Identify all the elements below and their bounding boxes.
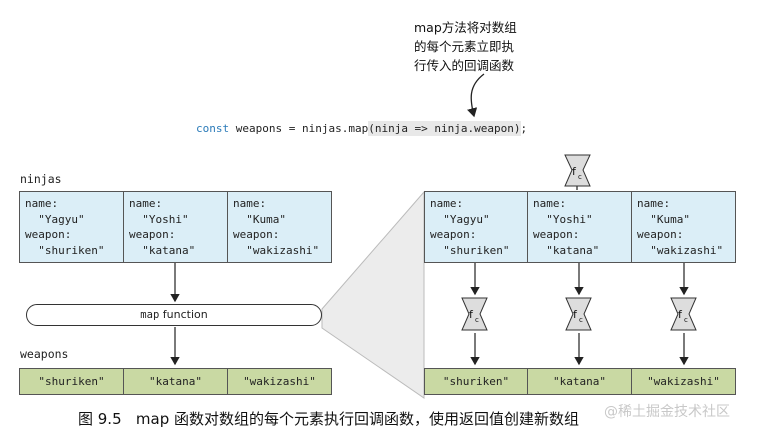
- fc-funnel-col3: f c: [670, 297, 697, 331]
- zoom-cone: [321, 190, 425, 399]
- ninja-weapon-value: "katana": [142, 243, 196, 257]
- annotation-line: 行传入的回调函数: [414, 58, 515, 73]
- ninja-object: name: "Yoshi" weapon: "katana": [528, 191, 632, 263]
- annotation-arrow: [467, 73, 485, 118]
- fc-funnel-col1: f c: [461, 297, 488, 331]
- key-name: name:: [637, 197, 671, 210]
- ninjas-array-right: name: "Yagyu" weapon: "shuriken" name: "…: [424, 191, 736, 263]
- fc-sub: c: [578, 173, 582, 181]
- ninja-weapon-value: "wakizashi": [246, 243, 320, 257]
- ninjas-label: ninjas: [20, 172, 62, 186]
- ninjas-array-left: name: "Yagyu" weapon: "shuriken" name: "…: [19, 191, 332, 263]
- code-suffix: ;: [520, 122, 528, 135]
- key-name: name:: [25, 197, 59, 210]
- weapons-array-right: "shuriken" "katana" "wakizashi": [424, 368, 736, 395]
- fc-sub: c: [684, 316, 688, 324]
- key-weapon: weapon:: [25, 228, 72, 241]
- ninja-name-value: "Kuma": [246, 212, 286, 226]
- code-line: const weapons = ninjas.map(ninja => ninj…: [196, 121, 528, 136]
- map-function-pill: map function: [26, 304, 322, 326]
- ninja-weapon-value: "shuriken": [443, 243, 510, 257]
- weapon-cell: "katana": [528, 368, 632, 395]
- fc-label: f: [572, 165, 577, 178]
- ninja-name-value: "Yoshi": [142, 212, 189, 226]
- fc-sub: c: [475, 316, 479, 324]
- annotation-text: map方法将对数组 的每个元素立即执 行传入的回调函数: [414, 18, 554, 75]
- watermark: @稀土掘金技术社区: [604, 404, 730, 420]
- ninja-object: name: "Yagyu" weapon: "shuriken": [19, 191, 124, 263]
- map-function-text: function: [159, 308, 208, 321]
- figure-caption: 图 9.5 map 函数对数组的每个元素执行回调函数，使用返回值创建新数组: [78, 410, 580, 428]
- ninja-name-value: "Yagyu": [443, 212, 490, 226]
- key-weapon: weapon:: [233, 228, 280, 241]
- ninja-weapon-value: "shuriken": [38, 243, 105, 257]
- key-weapon: weapon:: [430, 228, 477, 241]
- map-keyword: map: [140, 309, 160, 321]
- ninja-object: name: "Kuma" weapon: "wakizashi": [228, 191, 332, 263]
- weapon-cell: "wakizashi": [228, 368, 332, 395]
- fc-sub: c: [579, 316, 583, 324]
- key-name: name:: [533, 197, 567, 210]
- weapon-cell: "katana": [124, 368, 228, 395]
- ninja-weapon-value: "katana": [546, 243, 600, 257]
- annotation-line: map方法将对数组: [414, 20, 517, 35]
- ninja-object: name: "Yagyu" weapon: "shuriken": [424, 191, 528, 263]
- fc-funnel-col2: f c: [565, 297, 592, 331]
- weapons-array-left: "shuriken" "katana" "wakizashi": [19, 368, 332, 395]
- fc-label: f: [573, 308, 578, 321]
- code-highlight: (ninja => ninja.weapon): [368, 121, 521, 136]
- code-prefix: weapons = ninjas.map: [229, 122, 369, 135]
- key-name: name:: [233, 197, 267, 210]
- key-weapon: weapon:: [129, 228, 176, 241]
- ninja-name-value: "Kuma": [650, 212, 690, 226]
- ninja-weapon-value: "wakizashi": [650, 243, 724, 257]
- ninja-name-value: "Yagyu": [38, 212, 85, 226]
- ninja-name-value: "Yoshi": [546, 212, 593, 226]
- key-weapon: weapon:: [533, 228, 580, 241]
- annotation-line: 的每个元素立即执: [414, 39, 515, 54]
- weapon-cell: "shuriken": [424, 368, 528, 395]
- fc-label: f: [469, 308, 474, 321]
- ninja-object: name: "Yoshi" weapon: "katana": [124, 191, 228, 263]
- fc-label: f: [678, 308, 683, 321]
- weapon-cell: "wakizashi": [632, 368, 736, 395]
- weapon-cell: "shuriken": [19, 368, 124, 395]
- ninja-object: name: "Kuma" weapon: "wakizashi": [632, 191, 736, 263]
- key-weapon: weapon:: [637, 228, 684, 241]
- fc-funnel-top: f c: [564, 154, 591, 187]
- key-name: name:: [430, 197, 464, 210]
- key-name: name:: [129, 197, 163, 210]
- weapons-label: weapons: [20, 347, 69, 361]
- code-keyword: const: [196, 122, 230, 135]
